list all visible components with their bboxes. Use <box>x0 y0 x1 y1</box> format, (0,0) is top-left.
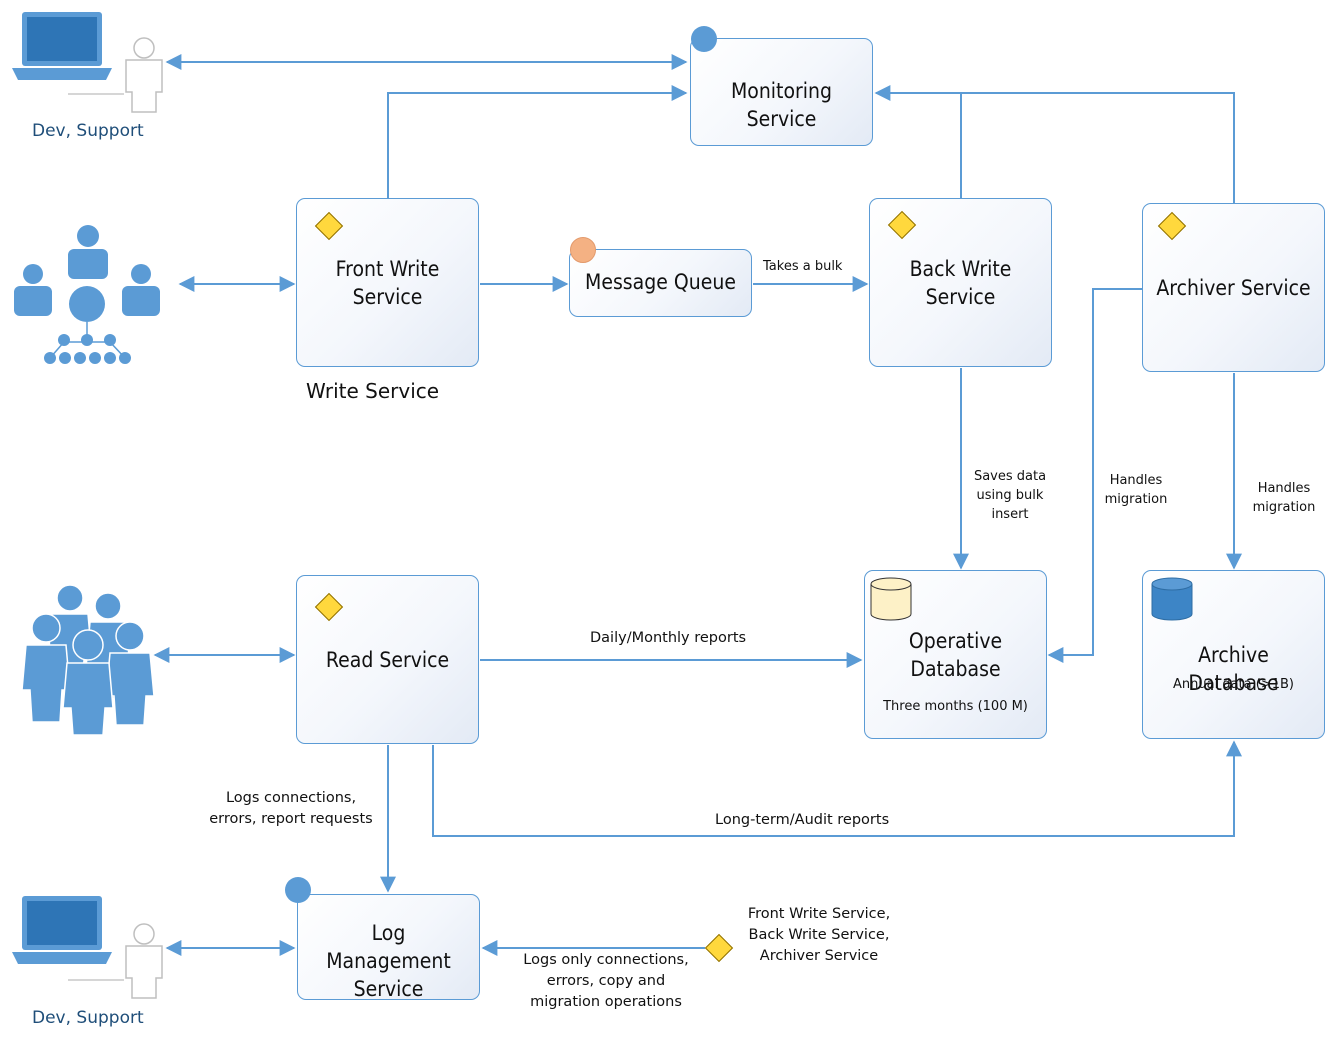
handles-migration-label-1: Handles migration <box>1097 471 1175 509</box>
monitoring-service-box[interactable]: Monitoring Service <box>690 38 873 146</box>
log-management-service-title: Log Management Service <box>307 919 470 1003</box>
write-service-caption: Write Service <box>306 379 440 403</box>
saves-data-line2: using bulk <box>976 488 1044 503</box>
handles-migration-1-line2: migration <box>1104 492 1168 507</box>
connector-archiver-operativedb <box>1047 288 1142 663</box>
user-group-icon <box>21 584 155 736</box>
laptop-icon <box>12 12 124 95</box>
handles-migration-2-line1: Handles <box>1257 481 1311 496</box>
back-write-service-title: Back Write Service <box>879 255 1042 311</box>
log-sources-line1: Front Write Service, <box>747 906 891 922</box>
operative-database-subtitle: Three months (100 M) <box>883 699 1028 714</box>
orange-start-event-icon <box>570 237 596 263</box>
handles-migration-2-line2: migration <box>1252 500 1316 515</box>
log-management-title-line1: Log Management <box>326 921 451 973</box>
monitoring-service-title: Monitoring Service <box>730 79 833 131</box>
back-write-title-line2: Service <box>925 285 996 309</box>
database-cylinder-icon <box>1151 577 1193 621</box>
message-queue-box[interactable]: Message Queue <box>569 249 752 317</box>
takes-a-bulk-label: Takes a bulk <box>763 259 843 274</box>
long-term-audit-reports-label: Long-term/Audit reports <box>715 812 890 828</box>
logs-connections-label: Logs connections, errors, report request… <box>200 788 382 830</box>
blue-start-event-icon <box>691 26 717 52</box>
connector-frontwrite-monitoring <box>387 85 688 198</box>
operative-db-title-line1: Operative <box>908 629 1003 653</box>
log-sources-line2: Back Write Service, <box>748 927 890 943</box>
database-cylinder-icon <box>870 577 912 621</box>
dev-support-caption-top: Dev, Support <box>32 121 144 141</box>
person-outline-icon <box>125 37 163 113</box>
front-write-title-line1: Front Write <box>335 257 440 281</box>
log-sources-label: Front Write Service, Back Write Service,… <box>737 904 901 967</box>
archive-database-subtitle: Annual data (>1B) <box>1173 677 1294 692</box>
logs-only-label: Logs only connections, errors, copy and … <box>512 950 700 1013</box>
laptop-icon <box>12 896 124 981</box>
handles-migration-label-2: Handles migration <box>1244 479 1324 517</box>
operative-db-title-line2: Database <box>910 657 1001 681</box>
handles-migration-1-line1: Handles <box>1109 473 1163 488</box>
message-queue-title: Message Queue <box>585 270 736 294</box>
archiver-service-title: Archiver Service <box>1156 276 1311 300</box>
operative-database-title: Operative Database <box>874 627 1037 683</box>
saves-data-label: Saves data using bulk insert <box>965 467 1055 524</box>
read-service-title: Read Service <box>325 648 450 672</box>
log-sources-line3: Archiver Service <box>759 948 879 964</box>
front-write-title-line2: Service <box>352 285 423 309</box>
front-write-service-title: Front Write Service <box>306 255 469 311</box>
blue-start-event-icon <box>285 877 311 903</box>
archive-database-title: Archive Database <box>1188 643 1279 695</box>
back-write-title-line1: Back Write <box>909 257 1012 281</box>
logs-connections-line1: Logs connections, <box>225 790 357 806</box>
logs-connections-line2: errors, report requests <box>209 811 373 827</box>
logs-only-line1: Logs only connections, <box>523 952 689 968</box>
saves-data-line1: Saves data <box>973 469 1047 484</box>
log-management-title-line2: Service <box>353 977 424 1001</box>
logs-only-line3: migration operations <box>530 994 682 1010</box>
saves-data-line3: insert <box>991 507 1029 522</box>
dev-support-caption-bottom: Dev, Support <box>32 1008 144 1028</box>
organization-hierarchy-icon <box>14 225 160 364</box>
person-outline-icon <box>125 923 163 999</box>
back-write-service-box[interactable]: Back Write Service <box>869 198 1052 367</box>
daily-monthly-reports-label: Daily/Monthly reports <box>590 630 747 646</box>
logs-only-line2: errors, copy and <box>546 973 666 989</box>
connector-read-archivedb <box>432 740 1242 837</box>
connector-archiver-monitoring <box>961 92 1235 203</box>
log-management-service-box[interactable]: Log Management Service <box>297 894 480 1003</box>
